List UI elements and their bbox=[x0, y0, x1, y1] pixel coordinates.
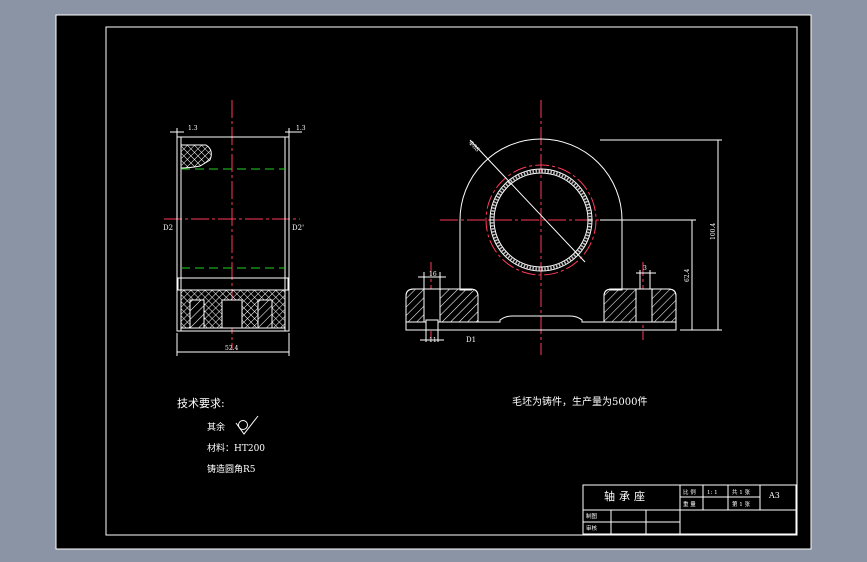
dim-center-height: 62.4 bbox=[684, 268, 691, 282]
side-top-dim-left: 1.3 bbox=[188, 125, 198, 132]
side-label-d2-prime: D2' bbox=[292, 224, 304, 232]
side-bottom-dim: 52.4 bbox=[225, 345, 239, 352]
material-note: 材料：HT200 bbox=[207, 442, 265, 454]
front-view bbox=[405, 100, 722, 355]
dim-overall-height: 100.4 bbox=[710, 223, 717, 240]
side-label-d2: D2 bbox=[163, 224, 173, 232]
sheet-outer bbox=[55, 14, 812, 550]
oil-cup-section bbox=[180, 144, 212, 169]
roughness-label: 其余 bbox=[207, 421, 225, 433]
sheets-label: 共 1 张 bbox=[732, 488, 750, 496]
weight-label: 重 量 bbox=[683, 500, 696, 508]
dim-left-top: 16 bbox=[429, 271, 437, 278]
scale-value: 1: 1 bbox=[707, 490, 718, 496]
bolt-circle bbox=[485, 164, 597, 276]
checked-by-label: 审核 bbox=[586, 524, 598, 532]
part-name: 轴承座 bbox=[604, 489, 649, 503]
dim-left-bottom: 11 bbox=[429, 337, 437, 344]
side-body-outline bbox=[176, 136, 290, 332]
dim-slot: 3 bbox=[643, 265, 647, 272]
bore-outer bbox=[489, 168, 593, 272]
tech-req-heading: 技术要求: bbox=[177, 397, 225, 410]
scale-label: 比 例 bbox=[683, 488, 696, 496]
production-note: 毛坯为铸件，生产量为5000件 bbox=[512, 395, 647, 408]
fillet-note: 铸造圆角R5 bbox=[207, 463, 256, 475]
roughness-symbol-icon bbox=[235, 415, 259, 435]
label-d1: D1 bbox=[466, 336, 476, 344]
side-top-dim-right: 1.3 bbox=[296, 125, 306, 132]
drawn-by-label: 制图 bbox=[586, 512, 598, 520]
sheet-inner-frame bbox=[105, 26, 798, 536]
sheet-number-label: 第 1 张 bbox=[732, 500, 750, 508]
bore-inner bbox=[493, 172, 589, 268]
paper-size: A3 bbox=[768, 491, 780, 500]
side-section-view bbox=[164, 100, 302, 356]
title-block bbox=[582, 484, 797, 535]
